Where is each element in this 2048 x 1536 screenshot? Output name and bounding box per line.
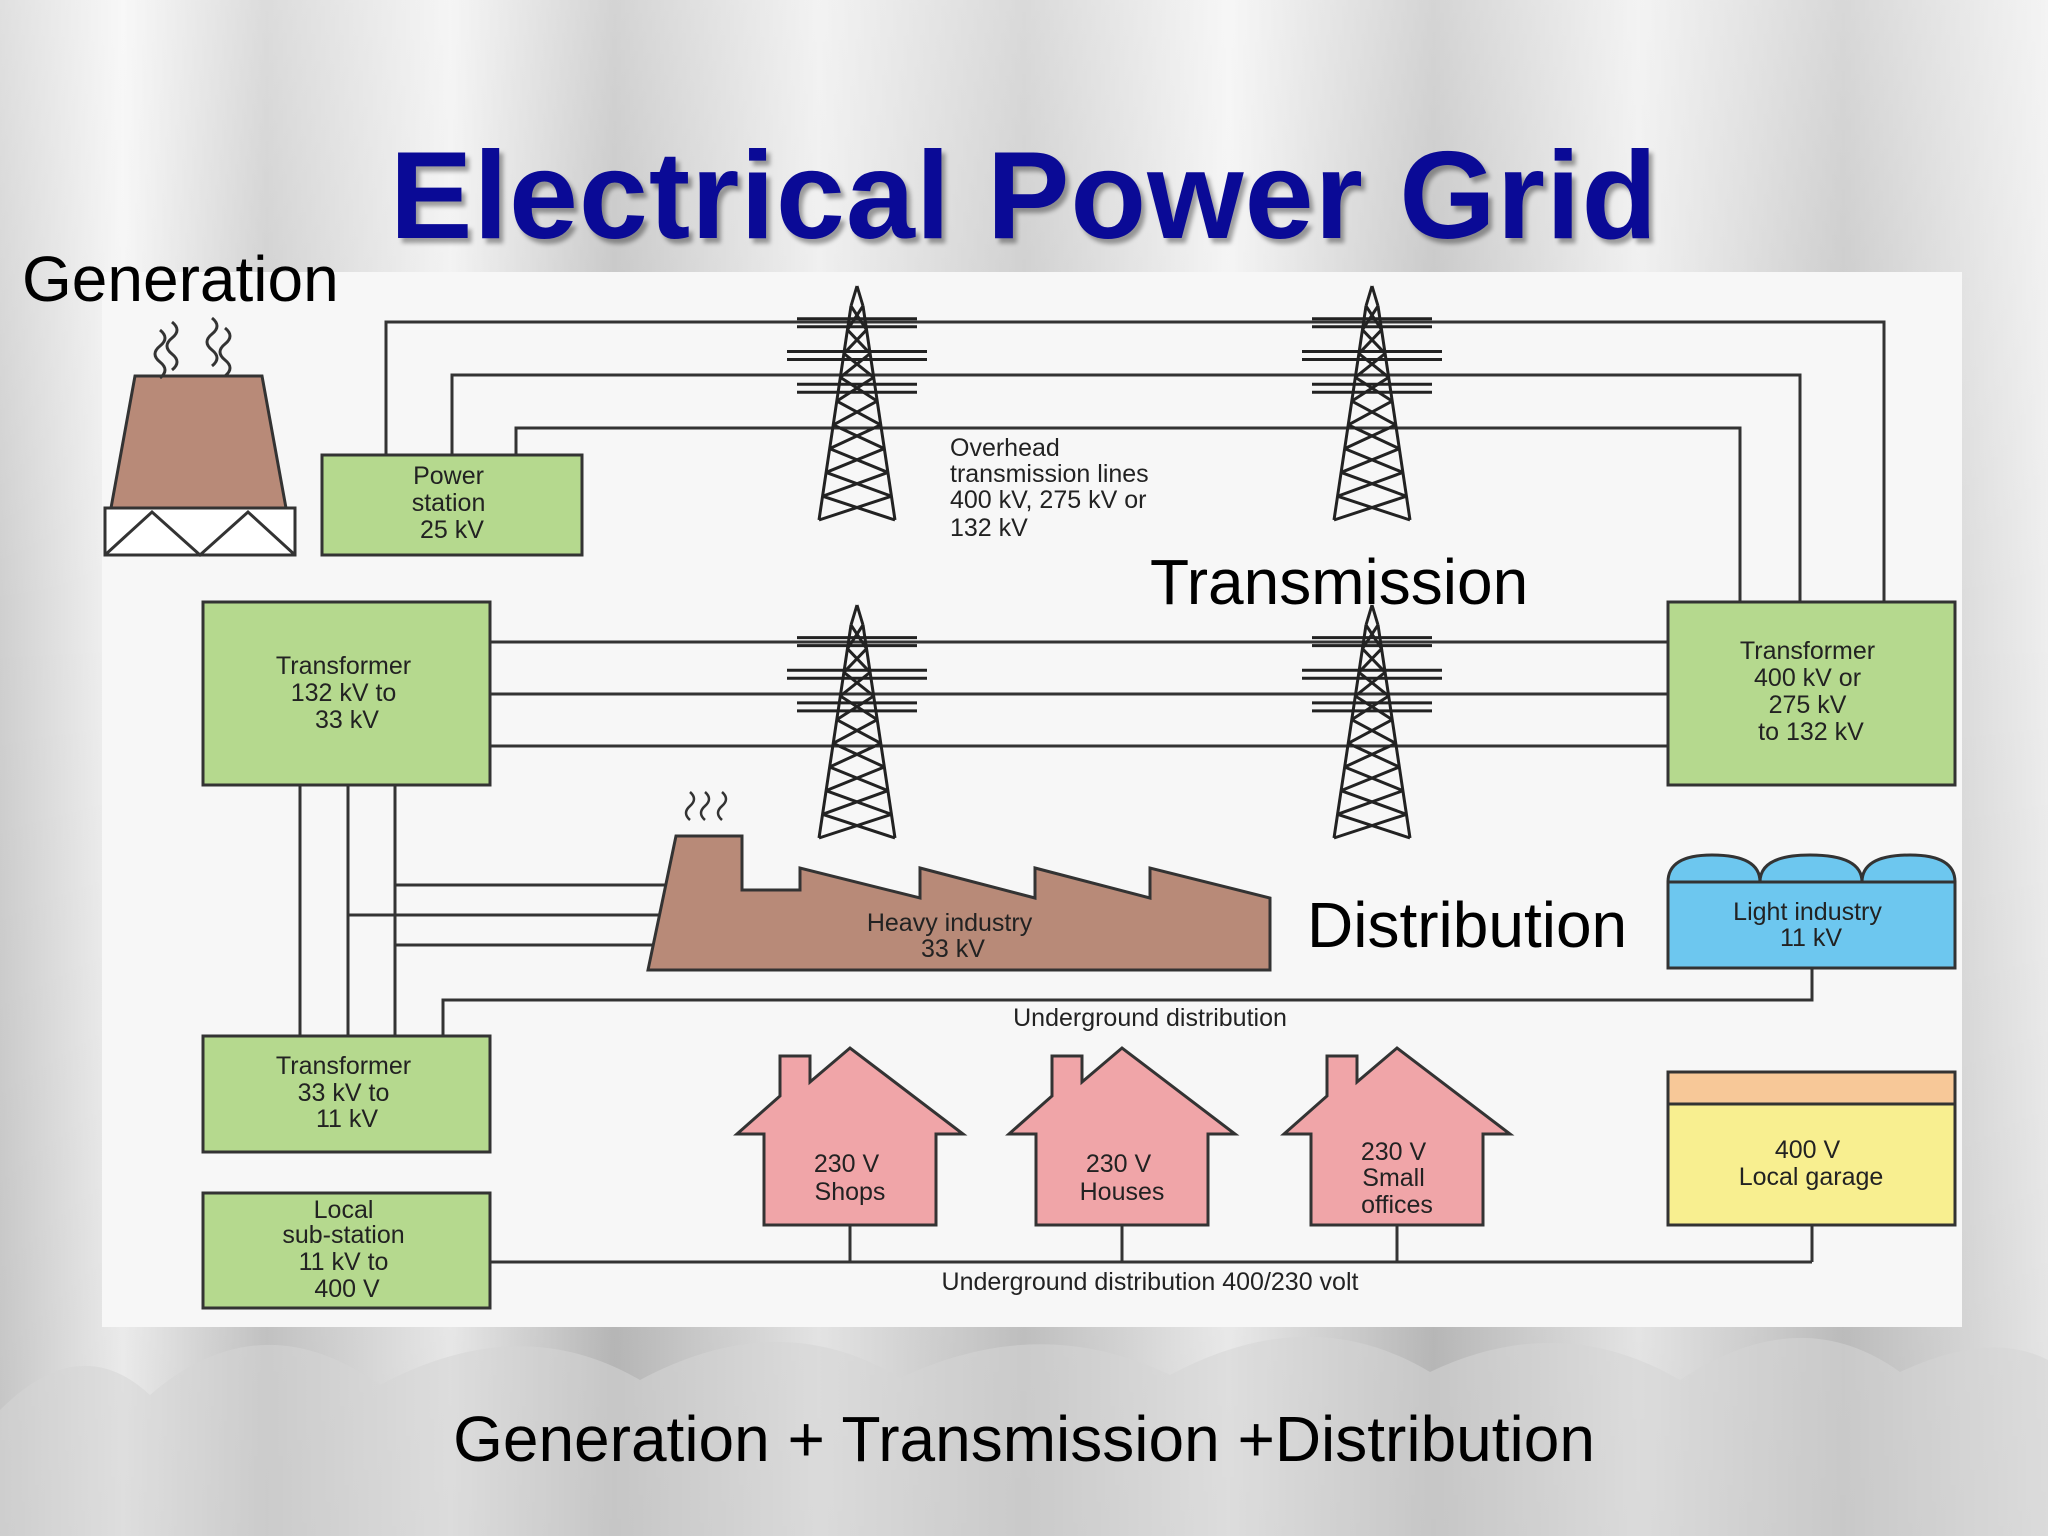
pylons — [787, 285, 1442, 840]
transformer-132-33-label: Transformer 132 kV to 33 kV — [276, 652, 418, 734]
shops-label: 230 V Shops — [814, 1150, 886, 1206]
underground-400-230-label: Underground distribution 400/230 volt — [942, 1268, 1359, 1296]
transmission-label: Transmission — [1150, 546, 1529, 618]
house-shape — [733, 1046, 968, 1227]
transformer-400-132-box — [1666, 600, 1957, 787]
page-title: Electrical Power Grid — [389, 127, 1659, 265]
transformer-132-33-box — [201, 600, 492, 787]
overhead-lines-label: Overhead transmission lines 400 kV, 275 … — [950, 434, 1156, 542]
light-industry-building — [1666, 853, 1957, 970]
wires — [298, 320, 1886, 1264]
garage-roof — [1666, 1070, 1957, 1106]
house-shape — [1280, 1046, 1515, 1227]
garage-box — [1666, 1102, 1957, 1227]
power-station-box — [320, 453, 584, 557]
houses-label: 230 V Houses — [1080, 1150, 1165, 1206]
local-substation-box — [201, 1191, 492, 1310]
heavy-industry-label: Heavy industry 33 kV — [867, 909, 1039, 963]
underground-distribution-label: Underground distribution — [1013, 1004, 1287, 1032]
offices-label: 230 V Small offices — [1361, 1138, 1433, 1219]
light-industry-label: Light industry 11 kV — [1733, 898, 1889, 952]
local-substation-label: Local sub-station 11 kV to 400 V — [282, 1196, 411, 1303]
buildings-230v — [733, 1046, 1515, 1227]
house-shape — [1005, 1046, 1240, 1227]
heavy-industry-factory — [646, 791, 1272, 972]
curtain-swag — [0, 1336, 2048, 1536]
transformer-33-11-box — [201, 1034, 492, 1154]
transformer-400-132-label: Transformer 400 kV or 275 kV to 132 kV — [1740, 637, 1882, 746]
generation-label: Generation — [22, 243, 339, 315]
power-station-label: Power station 25 kV — [412, 462, 493, 544]
cooling-tower — [103, 316, 297, 558]
distribution-label: Distribution — [1307, 889, 1628, 961]
garage-label: 400 V Local garage — [1739, 1136, 1884, 1191]
transformer-33-11-label: Transformer 33 kV to 11 kV — [276, 1052, 418, 1133]
footer-caption: Generation + Transmission +Distribution — [453, 1403, 1595, 1475]
